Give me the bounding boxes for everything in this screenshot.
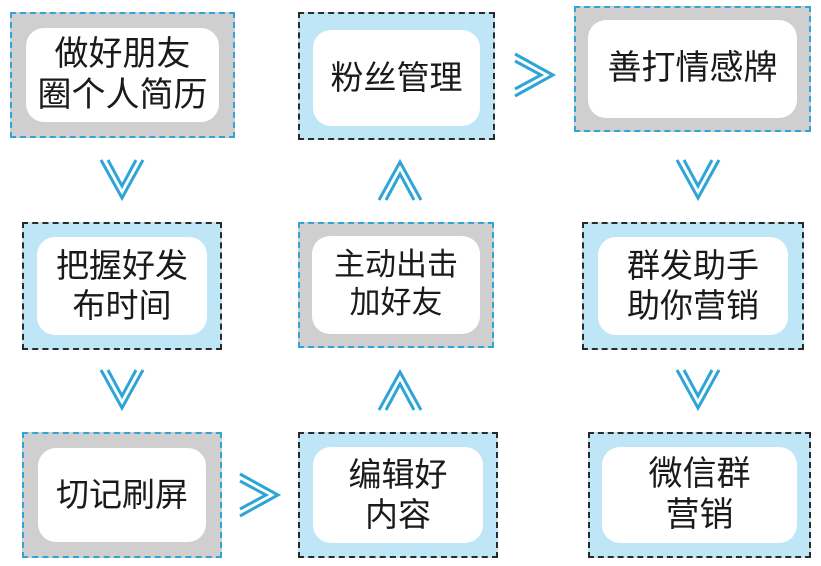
node-add-friends-line-1: 主动出击 <box>334 247 458 284</box>
node-wechat-group-label: 微信群 营销 <box>602 447 797 543</box>
node-emotion: 善打情感牌 <box>574 6 811 132</box>
node-add-friends-line-2: 加好友 <box>349 285 443 321</box>
arrow-up-icon-1 <box>377 368 423 411</box>
node-timing-line-1: 把握好发 <box>56 245 188 285</box>
node-emotion-label: 善打情感牌 <box>588 20 797 118</box>
node-timing-label: 把握好发 布时间 <box>37 237 207 335</box>
node-fans-line-1: 粉丝管理 <box>330 57 463 97</box>
node-no-spam-label: 切记刷屏 <box>38 448 206 542</box>
arrow-right-icon-1 <box>239 472 282 518</box>
node-resume-label: 做好朋友 圈个人简历 <box>26 28 219 122</box>
node-emotion-line-1: 善打情感牌 <box>607 48 778 89</box>
node-timing-line-2: 布时间 <box>72 286 172 325</box>
node-resume: 做好朋友 圈个人简历 <box>10 12 235 138</box>
node-group-helper-label: 群发助手 助你营销 <box>598 237 788 335</box>
arrow-up-icon-2 <box>377 158 423 201</box>
node-fans: 粉丝管理 <box>298 12 495 140</box>
node-group-helper: 群发助手 助你营销 <box>582 222 804 350</box>
node-content-line-2: 内容 <box>365 495 431 534</box>
node-content-label: 编辑好 内容 <box>313 447 483 543</box>
arrow-down-icon-4 <box>675 369 721 412</box>
arrow-down-icon-1 <box>99 159 145 202</box>
node-no-spam: 切记刷屏 <box>22 432 222 558</box>
node-wechat-group: 微信群 营销 <box>588 432 811 558</box>
node-wechat-group-line-1: 微信群 <box>648 453 751 494</box>
node-timing: 把握好发 布时间 <box>22 222 222 350</box>
node-fans-label: 粉丝管理 <box>313 30 480 126</box>
node-group-helper-line-2: 助你营销 <box>627 286 759 325</box>
node-add-friends-label: 主动出击 加好友 <box>312 236 480 334</box>
node-resume-line-1: 做好朋友 <box>54 33 191 74</box>
arrow-down-icon-3 <box>675 159 721 202</box>
arrow-down-icon-2 <box>99 369 145 412</box>
node-add-friends: 主动出击 加好友 <box>298 222 494 348</box>
node-resume-line-2: 圈个人简历 <box>37 75 208 115</box>
arrow-right-icon-2 <box>514 52 557 98</box>
node-content-line-1: 编辑好 <box>348 454 448 494</box>
node-group-helper-line-1: 群发助手 <box>627 245 759 285</box>
node-no-spam-line-1: 切记刷屏 <box>56 474 188 514</box>
node-content: 编辑好 内容 <box>298 432 498 558</box>
node-wechat-group-line-2: 营销 <box>665 495 734 535</box>
